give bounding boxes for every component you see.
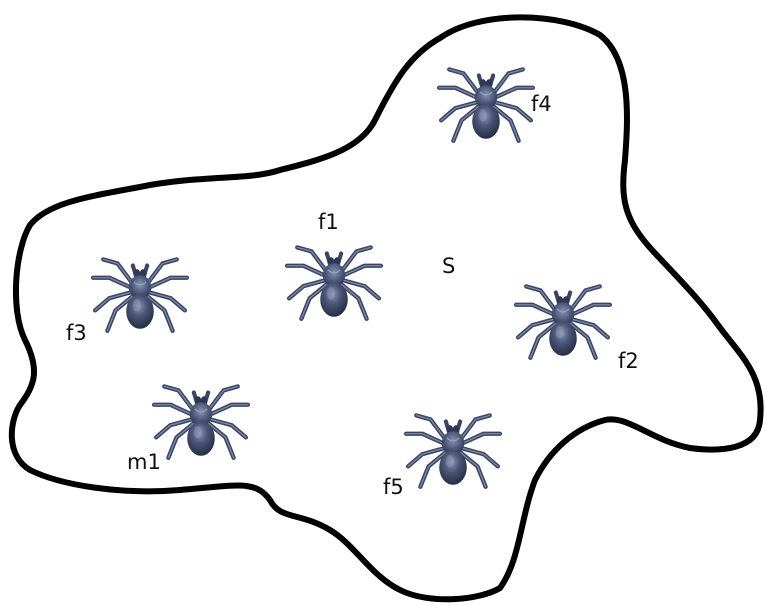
spider-label-f2: f2 (618, 349, 639, 373)
center-label-s: S (442, 254, 455, 278)
spider-label-m1: m1 (127, 450, 161, 474)
spider-label-f1: f1 (318, 210, 339, 234)
enclosure-boundary (12, 17, 761, 599)
spider-label-f3: f3 (66, 321, 87, 345)
spider-label-f4: f4 (531, 92, 552, 116)
spider-label-f5: f5 (383, 475, 404, 499)
